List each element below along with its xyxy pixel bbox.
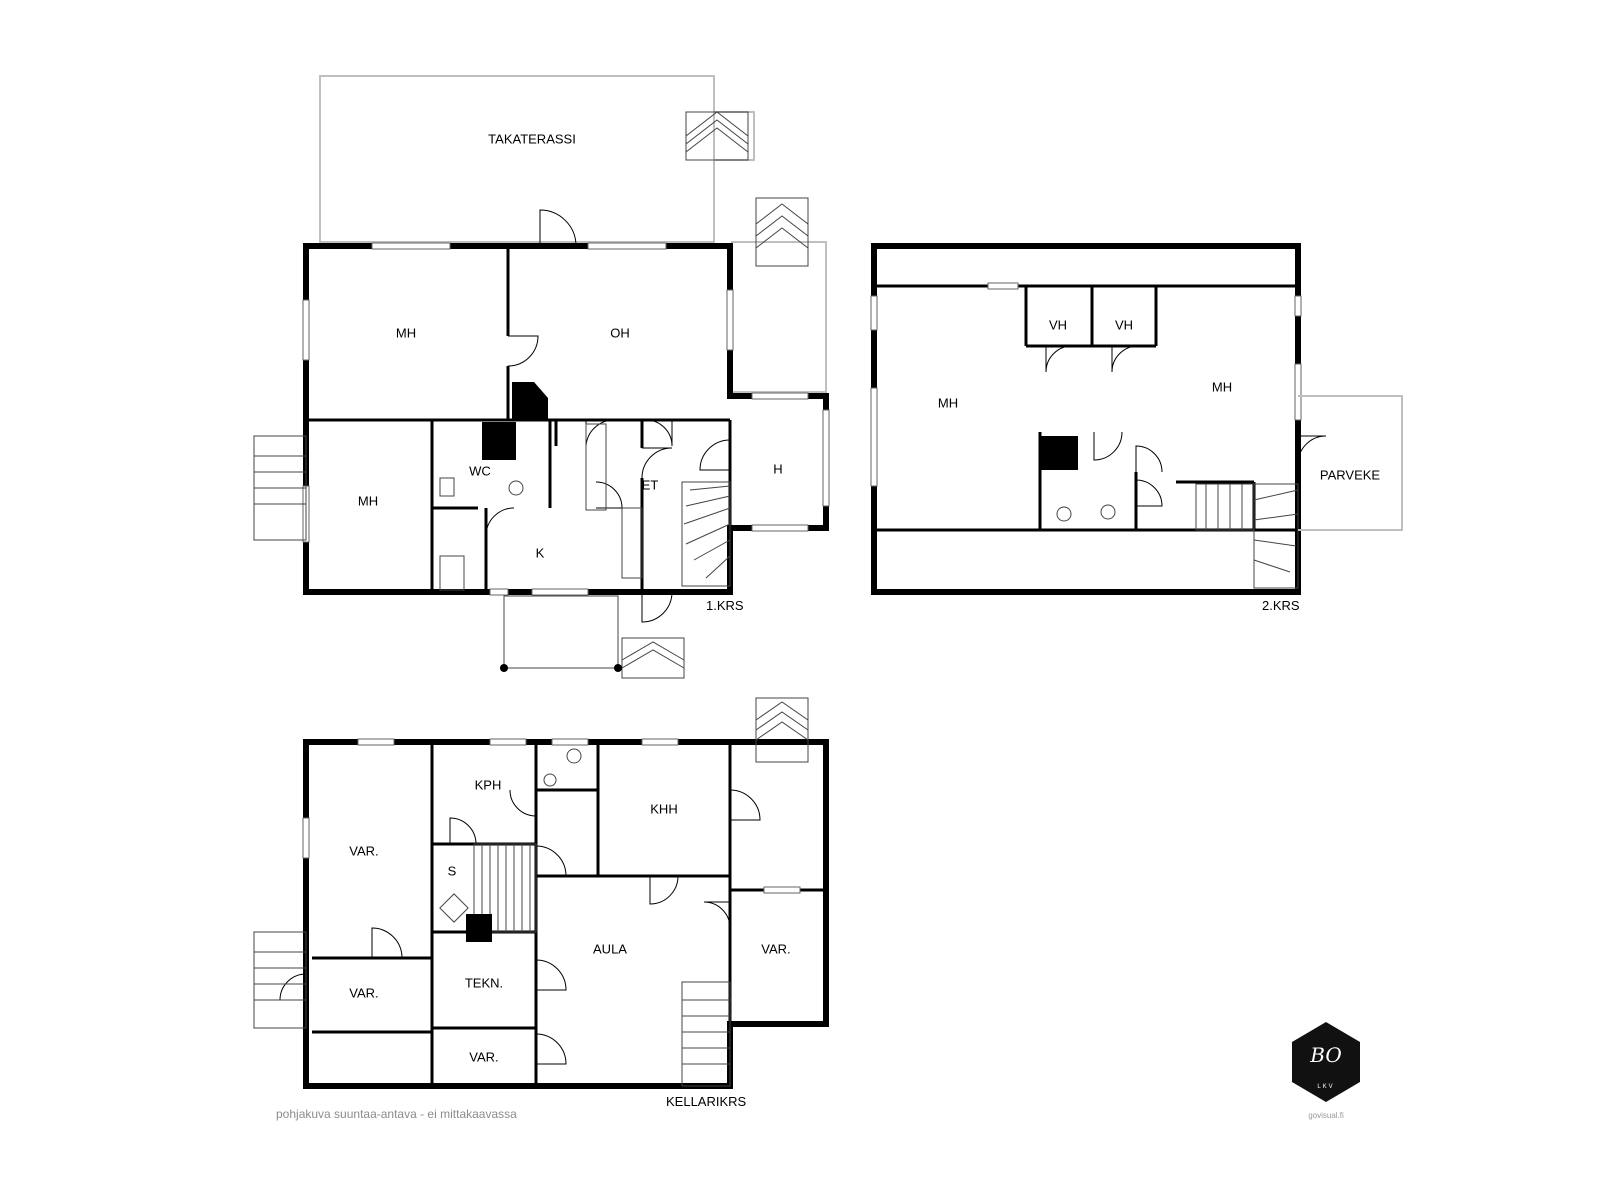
sink-second — [1056, 506, 1072, 522]
stairs-second — [1195, 483, 1299, 589]
front-porch — [503, 595, 619, 669]
stairs-west-first — [253, 435, 307, 541]
logo-url: govisual.fi — [1308, 1111, 1344, 1120]
toilet-basement — [566, 748, 582, 764]
sauna-benches — [473, 843, 537, 933]
stairs-side-porch — [755, 197, 809, 267]
disclaimer-note: pohjakuva suuntaa-antava - ei mittakaava… — [276, 1107, 517, 1121]
room-label-wc: WC — [469, 463, 491, 478]
room-label-mh-1: MH — [396, 325, 416, 340]
sink-wc — [439, 477, 455, 497]
floor-label-second: 2.KRS — [1262, 598, 1300, 613]
room-label-vh-2: VH — [1115, 317, 1133, 332]
room-label-kph: KPH — [475, 777, 502, 792]
stairs-terrace — [685, 111, 749, 161]
stairs-basement-inner — [681, 981, 731, 1087]
sink-basement — [543, 773, 557, 787]
floor-label-first: 1.KRS — [706, 598, 744, 613]
toilet-wc — [508, 480, 524, 496]
room-label-k: K — [536, 545, 545, 560]
brand-logo: BO LKV govisual.fi — [1292, 1022, 1360, 1120]
second-floor-outer-wall — [871, 243, 1301, 595]
stairs-basement-west — [253, 931, 307, 1029]
room-label-var-4: VAR. — [469, 1049, 498, 1064]
spiral-stairs-first — [681, 481, 731, 587]
room-label-var-3: VAR. — [761, 941, 790, 956]
sauna-stove — [439, 893, 469, 923]
stairs-front — [621, 637, 685, 679]
chimney-second — [1040, 436, 1078, 470]
room-label-s: S — [448, 863, 457, 878]
room-label-vh-1: VH — [1049, 317, 1067, 332]
fireplace — [512, 382, 548, 420]
basement-floor: VAR. KPH KHH S VAR. TEKN. AULA VAR. VAR.… — [253, 697, 829, 1109]
chimney-basement — [466, 914, 492, 942]
basement-outer-wall — [303, 739, 829, 1089]
room-label-takaterassi: TAKATERASSI — [488, 131, 576, 146]
room-label-var-1: VAR. — [349, 843, 378, 858]
stove — [439, 555, 465, 591]
closet-k — [585, 423, 607, 511]
room-label-oh: OH — [610, 325, 630, 340]
side-porch-outline — [731, 241, 827, 393]
chimney — [482, 422, 516, 460]
takaterassi-outline — [319, 75, 715, 243]
logo-mark: BO — [1309, 1043, 1341, 1067]
room-label-var-2: VAR. — [349, 985, 378, 1000]
stairs-basement-east — [755, 697, 809, 763]
room-label-h: H — [773, 461, 782, 476]
toilet-second — [1100, 504, 1116, 520]
room-label-mh-4: MH — [1212, 379, 1232, 394]
room-label-mh-2: MH — [358, 493, 378, 508]
room-label-aula: AULA — [593, 941, 627, 956]
room-label-parveke: PARVEKE — [1320, 467, 1381, 482]
logo-sub: LKV — [1317, 1084, 1334, 1090]
parveke-outline — [1298, 395, 1403, 531]
closet-et — [621, 507, 643, 579]
room-label-khh: KHH — [650, 801, 677, 816]
second-floor: MH VH VH MH PARVEKE 2.KRS — [870, 243, 1403, 613]
first-floor: TAKATERASSI MH OH MH WC K ET H 1.KRS — [253, 75, 830, 679]
room-label-tekn: TEKN. — [465, 975, 503, 990]
room-label-mh-3: MH — [938, 395, 958, 410]
room-label-et: ET — [642, 477, 659, 492]
floor-label-basement: KELLARIKRS — [666, 1094, 747, 1109]
